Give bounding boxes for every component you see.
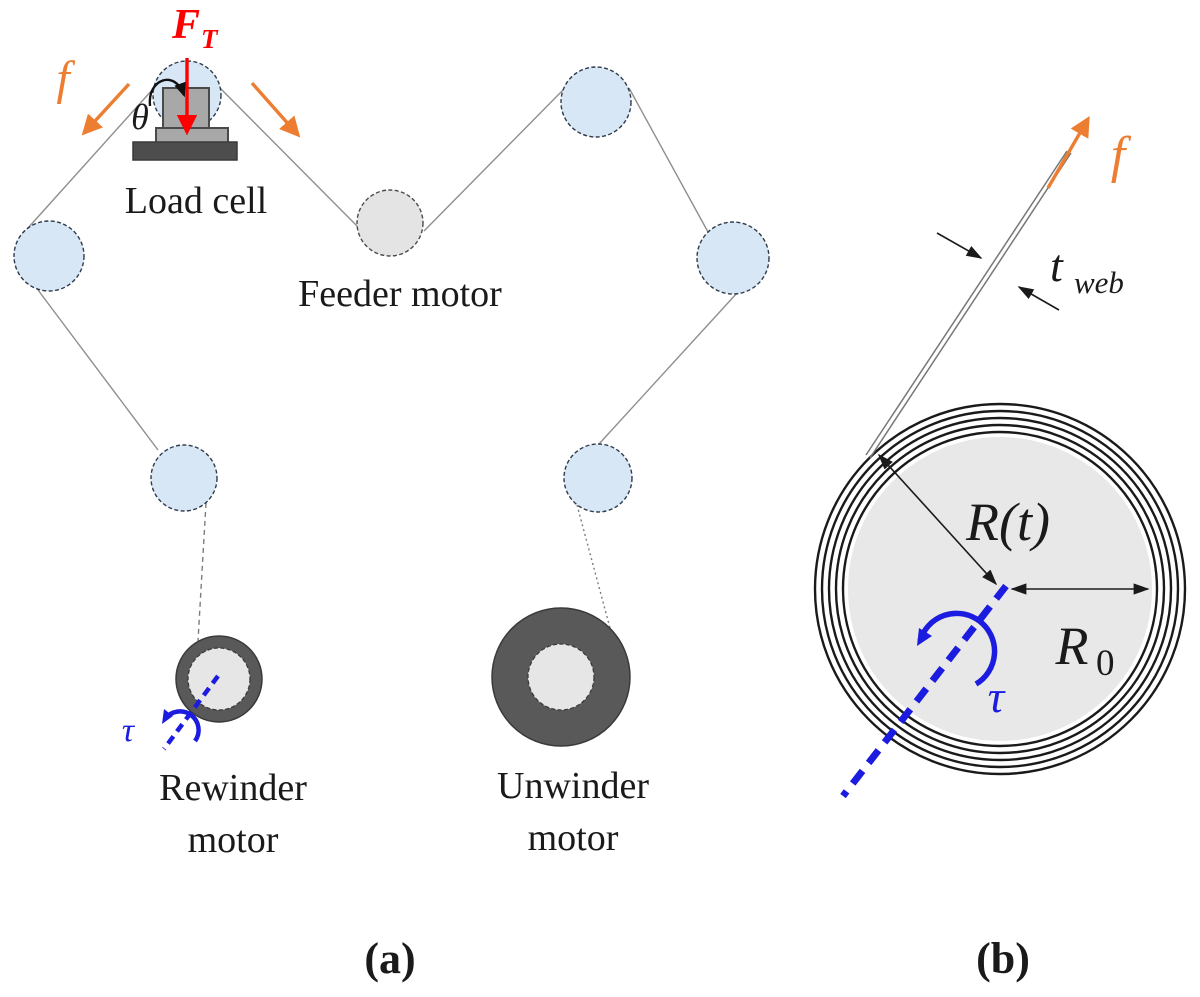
wound-roll-ring-4 bbox=[820, 409, 1180, 769]
feeder-motor-label: Feeder motor bbox=[298, 273, 502, 315]
web-segment-midright-to-unwinder bbox=[576, 504, 611, 629]
web-segment-feeder-to-topright bbox=[423, 88, 565, 232]
core-radius-label-sub: 0 bbox=[1096, 643, 1115, 684]
web-thickness-arrow-upper bbox=[936, 232, 983, 259]
web-tangent-line-1 bbox=[865, 150, 1068, 456]
guide-roller-far-right bbox=[696, 221, 770, 295]
guide-roller-top-right bbox=[560, 66, 632, 138]
load-cell-base bbox=[132, 141, 238, 161]
web-force-arrow-b bbox=[1046, 116, 1090, 189]
load-cell-flange bbox=[155, 127, 229, 144]
web-force-arrow-left bbox=[81, 82, 131, 136]
tension-symbol-main: F bbox=[171, 2, 200, 48]
wound-roll-ring-3 bbox=[827, 416, 1173, 762]
load-cell-label: Load cell bbox=[125, 180, 267, 222]
roll-radius-arrow bbox=[877, 453, 998, 586]
torque-arc-arrowhead-b bbox=[917, 628, 932, 646]
feeder-motor-roller bbox=[356, 189, 424, 257]
rewinder-motor-label-line2: motor bbox=[188, 819, 279, 861]
rewinder-torque-label: τ bbox=[122, 712, 136, 749]
web-segment-leftroller-to-loadcell bbox=[27, 88, 154, 229]
web-thickness-label-main: t bbox=[1050, 240, 1064, 291]
rewinder-motor-label-line1: Rewinder bbox=[159, 767, 307, 809]
unwinder-motor-label-line2: motor bbox=[528, 817, 619, 859]
web-segment-leftroller-to-midleft bbox=[37, 289, 159, 451]
web-segment-topright-to-right bbox=[628, 87, 709, 233]
web-force-label-b: f bbox=[1111, 127, 1132, 184]
torque-label-b: τ bbox=[988, 671, 1006, 722]
wound-roll-ring-5 bbox=[813, 402, 1187, 776]
web-force-arrow-right bbox=[250, 81, 301, 138]
torque-arc-b bbox=[917, 610, 998, 687]
panel-b: f t web R(t) R 0 τ (b) bbox=[813, 116, 1187, 983]
web-thickness-label-sub: web bbox=[1074, 265, 1124, 300]
web-tangent-line-2 bbox=[869, 152, 1072, 459]
roll-radius-label: R(t) bbox=[965, 492, 1050, 552]
guide-roller-mid-right bbox=[563, 443, 633, 513]
web-segment-midleft-to-rewinder bbox=[197, 502, 207, 642]
guide-roller-left bbox=[13, 220, 85, 292]
web-force-label-a: f bbox=[56, 52, 75, 105]
web-thickness-arrow-lower bbox=[1017, 286, 1060, 311]
guide-roller-mid-left bbox=[150, 444, 218, 512]
caption-a: (a) bbox=[364, 934, 415, 983]
tension-symbol-sub: T bbox=[201, 24, 219, 54]
rewinder-torque-arc-arrowhead bbox=[162, 709, 173, 724]
wound-roll-ring-2 bbox=[834, 423, 1166, 755]
unwinder-motor-label-line1: Unwinder bbox=[497, 765, 649, 807]
wound-roll-ring-1 bbox=[841, 430, 1159, 748]
web-segment-loadcell-to-feeder bbox=[219, 87, 359, 228]
wrap-angle-arc bbox=[148, 78, 186, 107]
wrap-angle-label: θ bbox=[131, 97, 149, 137]
web-segment-right-to-midright bbox=[598, 292, 738, 445]
core-radius-label-main: R bbox=[1055, 616, 1089, 676]
torque-axis-line-b bbox=[840, 583, 1009, 799]
caption-b: (b) bbox=[976, 934, 1030, 983]
panel-a: F T f θ Load cell Feeder motor τ Rewinde… bbox=[13, 2, 770, 983]
unwinder-roll-core bbox=[527, 643, 595, 711]
